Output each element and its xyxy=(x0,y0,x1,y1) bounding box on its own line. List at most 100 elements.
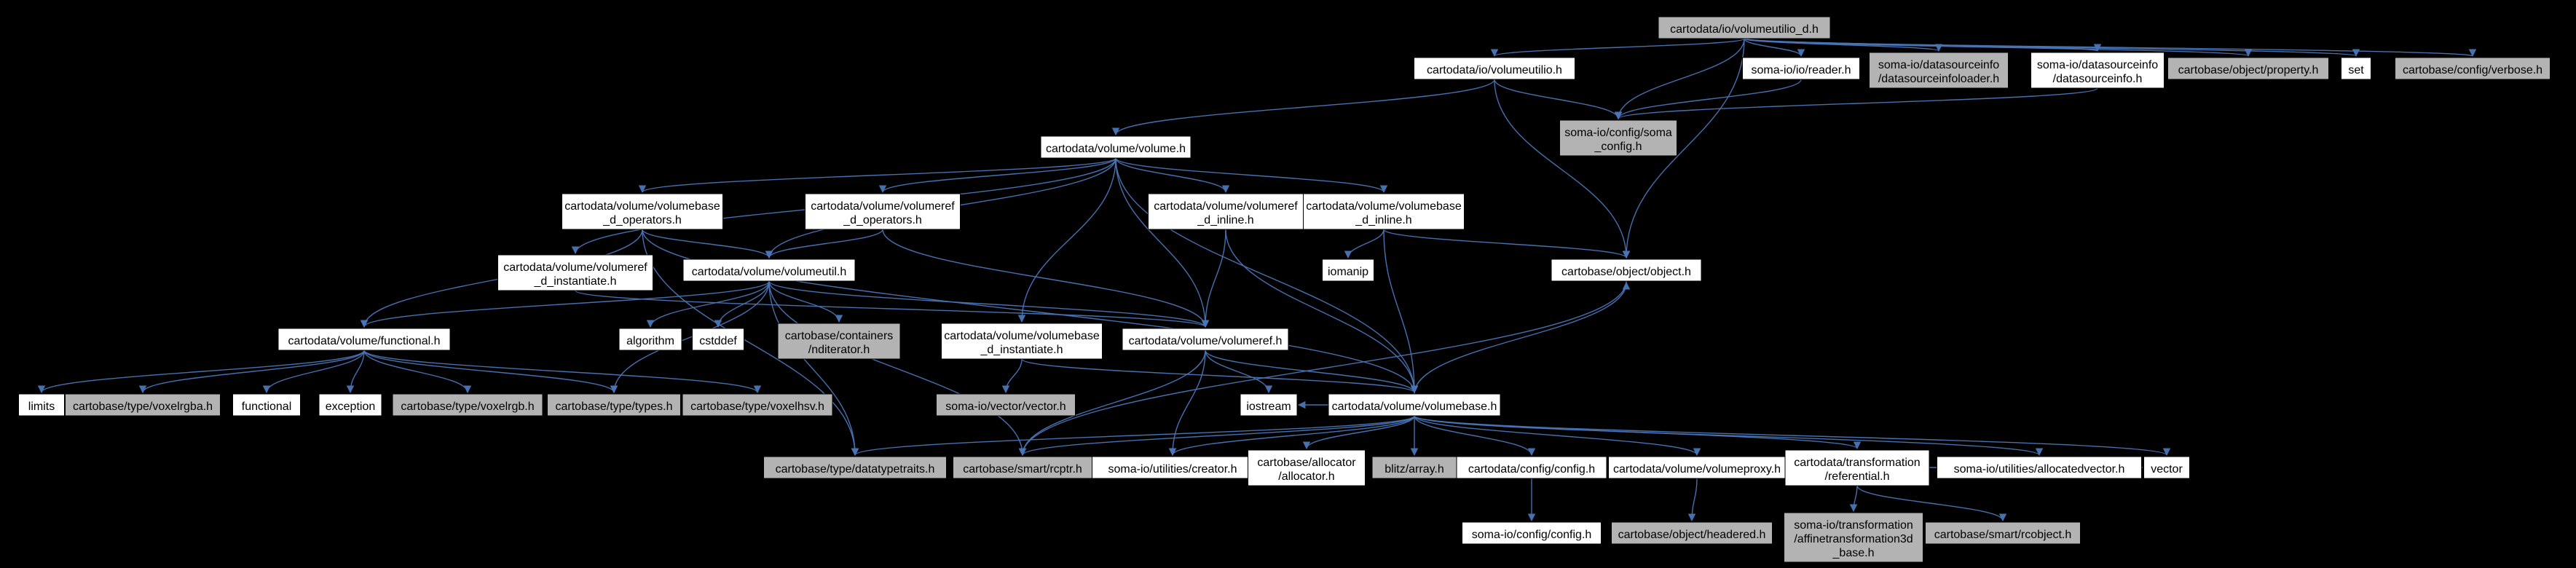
graph-node-blitz[interactable]: blitz/array.h xyxy=(1371,456,1457,479)
graph-node-iomanip[interactable]: iomanip xyxy=(1322,259,1374,282)
node-box-volumeref[interactable] xyxy=(1122,328,1289,351)
graph-node-volumeutilio_d[interactable]: cartodata/io/volumeutilio_d.h xyxy=(1658,16,1831,39)
node-box-rcobject[interactable] xyxy=(1925,521,2081,545)
node-box-limits[interactable] xyxy=(18,393,65,417)
graph-node-volbase_inst[interactable]: cartodata/volume/volumebase_d_instantiat… xyxy=(941,323,1103,360)
node-box-volbase_ops[interactable] xyxy=(562,193,723,230)
graph-node-volbase_inline[interactable]: cartodata/volume/volumebase_d_inline.h xyxy=(1303,193,1465,230)
node-box-volbase_inline[interactable] xyxy=(1303,193,1465,230)
graph-node-cstddef[interactable]: cstddef xyxy=(692,328,744,351)
graph-node-volumeutil[interactable]: cartodata/volume/volumeutil.h xyxy=(682,259,856,282)
graph-node-set[interactable]: set xyxy=(2341,57,2371,80)
graph-node-nditerator[interactable]: cartobase/containers/nditerator.h xyxy=(777,323,901,360)
node-box-set[interactable] xyxy=(2341,57,2371,80)
graph-node-volref_inst[interactable]: cartodata/volume/volumeref_d_instantiate… xyxy=(497,254,653,291)
graph-node-property[interactable]: cartobase/object/property.h xyxy=(2167,57,2329,80)
node-box-volumebase[interactable] xyxy=(1328,393,1501,417)
node-box-voxelrgb[interactable] xyxy=(392,393,543,417)
graph-node-object[interactable]: cartobase/object/object.h xyxy=(1551,259,1702,282)
node-box-types[interactable] xyxy=(547,393,681,417)
node-box-creator[interactable] xyxy=(1092,456,1253,479)
node-box-algorithm[interactable] xyxy=(618,328,682,351)
node-box-voxelrgba[interactable] xyxy=(65,393,221,417)
node-box-voxelhsv[interactable] xyxy=(682,393,833,417)
graph-node-rcptr[interactable]: cartobase/smart/rcptr.h xyxy=(953,456,1092,479)
graph-node-rcobject[interactable]: cartobase/smart/rcobject.h xyxy=(1925,521,2081,545)
graph-node-voxelhsv[interactable]: cartobase/type/voxelhsv.h xyxy=(682,393,833,417)
node-box-referential[interactable] xyxy=(1784,449,1930,486)
graph-node-headered[interactable]: cartobase/object/headered.h xyxy=(1611,521,1773,545)
node-box-iostream[interactable] xyxy=(1240,393,1298,417)
node-box-volref_inline[interactable] xyxy=(1148,193,1304,230)
graph-node-somaconfig2[interactable]: soma-io/config/config.h xyxy=(1462,521,1602,545)
node-box-somaconfig[interactable] xyxy=(1559,119,1677,157)
node-box-blitz[interactable] xyxy=(1371,456,1457,479)
graph-node-functional_std[interactable]: functional xyxy=(232,393,301,417)
node-label-volume: cartodata/volume/volume.h xyxy=(1046,143,1186,155)
node-box-datatypetraits[interactable] xyxy=(763,456,947,479)
graph-node-functional_h[interactable]: cartodata/volume/functional.h xyxy=(277,328,451,351)
graph-node-cartodataconfig[interactable]: cartodata/config/config.h xyxy=(1456,456,1607,479)
node-box-reader[interactable] xyxy=(1742,57,1860,80)
node-box-somaconfig2[interactable] xyxy=(1462,521,1602,545)
node-label-allocatedvector: soma-io/utilities/allocatedvector.h xyxy=(1954,463,2125,476)
node-box-vector_std[interactable] xyxy=(2143,456,2190,479)
node-box-verbose[interactable] xyxy=(2395,57,2551,80)
node-box-dsinfoloader[interactable] xyxy=(1869,52,2009,89)
graph-node-referential[interactable]: cartodata/transformation/referential.h xyxy=(1784,449,1930,486)
graph-node-dsinfoloader[interactable]: soma-io/datasourceinfo/datasourceinfoloa… xyxy=(1869,52,2009,89)
node-box-headered[interactable] xyxy=(1611,521,1773,545)
node-box-allocator[interactable] xyxy=(1248,449,1366,486)
node-box-functional_h[interactable] xyxy=(277,328,451,351)
graph-node-volbase_ops[interactable]: cartodata/volume/volumebase_d_operators.… xyxy=(562,193,723,230)
node-box-cartodataconfig[interactable] xyxy=(1456,456,1607,479)
graph-node-volumeproxy[interactable]: cartodata/volume/volumeproxy.h xyxy=(1608,456,1786,479)
node-box-exception[interactable] xyxy=(318,393,382,417)
node-box-cstddef[interactable] xyxy=(692,328,744,351)
node-box-volumeutilio_d[interactable] xyxy=(1658,16,1831,39)
graph-node-allocatedvector[interactable]: soma-io/utilities/allocatedvector.h xyxy=(1937,456,2142,479)
graph-node-datatypetraits[interactable]: cartobase/type/datatypetraits.h xyxy=(763,456,947,479)
graph-node-reader[interactable]: soma-io/io/reader.h xyxy=(1742,57,1860,80)
node-box-volref_inst[interactable] xyxy=(497,254,653,291)
node-box-volbase_inst[interactable] xyxy=(941,323,1103,360)
graph-node-verbose[interactable]: cartobase/config/verbose.h xyxy=(2395,57,2551,80)
graph-node-volref_ops[interactable]: cartodata/volume/volumeref_d_operators.h xyxy=(805,193,961,230)
graph-node-affine[interactable]: soma-io/transformation/affinetransformat… xyxy=(1784,512,1923,563)
graph-node-voxelrgb[interactable]: cartobase/type/voxelrgb.h xyxy=(392,393,543,417)
node-label-rcobject: cartobase/smart/rcobject.h xyxy=(1934,529,2072,541)
node-box-allocatedvector[interactable] xyxy=(1937,456,2142,479)
node-box-somavector[interactable] xyxy=(936,393,1076,417)
node-box-volref_ops[interactable] xyxy=(805,193,961,230)
graph-node-volref_inline[interactable]: cartodata/volume/volumeref_d_inline.h xyxy=(1148,193,1304,230)
graph-node-exception[interactable]: exception xyxy=(318,393,382,417)
graph-node-volumebase[interactable]: cartodata/volume/volumebase.h xyxy=(1328,393,1501,417)
node-box-affine[interactable] xyxy=(1784,512,1923,563)
graph-node-volumeref[interactable]: cartodata/volume/volumeref.h xyxy=(1122,328,1289,351)
node-box-property[interactable] xyxy=(2167,57,2329,80)
graph-node-algorithm[interactable]: algorithm xyxy=(618,328,682,351)
edge-object-to-rcptr xyxy=(1018,280,1627,457)
graph-node-voxelrgba[interactable]: cartobase/type/voxelrgba.h xyxy=(65,393,221,417)
node-box-volume[interactable] xyxy=(1040,135,1192,159)
graph-node-volume[interactable]: cartodata/volume/volume.h xyxy=(1040,135,1192,159)
node-box-nditerator[interactable] xyxy=(777,323,901,360)
graph-node-vector_std[interactable]: vector xyxy=(2143,456,2190,479)
node-box-volumeutil[interactable] xyxy=(682,259,856,282)
node-box-dsinfo[interactable] xyxy=(2031,52,2165,89)
graph-node-limits[interactable]: limits xyxy=(18,393,65,417)
graph-node-dsinfo[interactable]: soma-io/datasourceinfo/datasourceinfo.h xyxy=(2031,52,2165,89)
graph-node-allocator[interactable]: cartobase/allocator/allocator.h xyxy=(1248,449,1366,486)
graph-node-somavector[interactable]: soma-io/vector/vector.h xyxy=(936,393,1076,417)
node-box-object[interactable] xyxy=(1551,259,1702,282)
node-box-functional_std[interactable] xyxy=(232,393,301,417)
graph-node-types[interactable]: cartobase/type/types.h xyxy=(547,393,681,417)
node-box-iomanip[interactable] xyxy=(1322,259,1374,282)
graph-node-somaconfig[interactable]: soma-io/config/soma_config.h xyxy=(1559,119,1677,157)
graph-node-iostream[interactable]: iostream xyxy=(1240,393,1298,417)
graph-node-volumeutilio[interactable]: cartodata/io/volumeutilio.h xyxy=(1414,57,1575,80)
node-box-volumeproxy[interactable] xyxy=(1608,456,1786,479)
graph-node-creator[interactable]: soma-io/utilities/creator.h xyxy=(1092,456,1253,479)
node-box-volumeutilio[interactable] xyxy=(1414,57,1575,80)
edge-volumebase-to-cartodataconfig xyxy=(1414,415,1536,457)
